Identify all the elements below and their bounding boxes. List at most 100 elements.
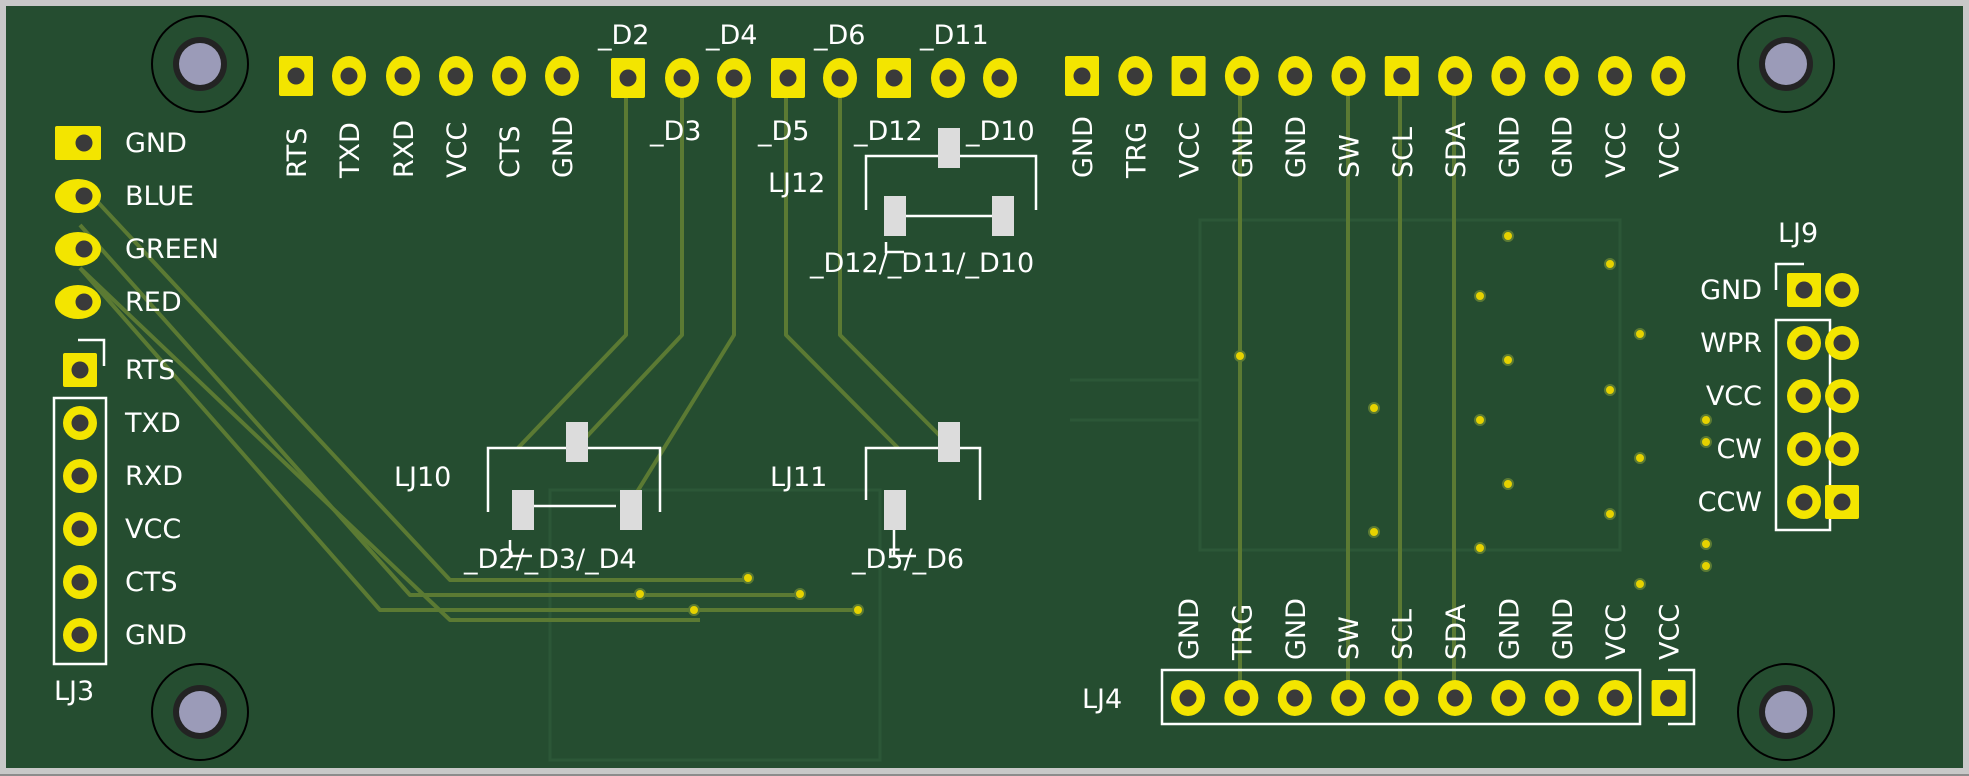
lj9-pin-a: [1787, 326, 1821, 360]
lj3-connector: RTS TXD RXD VCC CTS GND: [63, 353, 187, 652]
lj4-pin-label: GND: [1174, 598, 1205, 660]
top-pin-gnd: [1491, 56, 1526, 96]
top-pin-label: VCC: [1601, 122, 1632, 178]
lj9-pin-a: [1787, 273, 1821, 307]
lj3-outline: [52, 396, 108, 666]
jumper-upper-label: _D6: [813, 20, 865, 51]
top-pin-gnd: [1278, 56, 1313, 96]
lj4-pin-label: GND: [1281, 598, 1312, 660]
rgb-pin-label: GND: [125, 128, 187, 159]
top-pin-rts: [279, 56, 313, 96]
top-pin-vcc: [1171, 56, 1206, 96]
rgb-pin-gnd: [55, 126, 101, 160]
jumper-upper-label: _D2: [597, 20, 649, 51]
jumper-header-pin: [665, 58, 699, 98]
top-pin-label: GND: [1068, 116, 1099, 178]
jumper-header-pin: [983, 58, 1017, 98]
lj3-pin-label: CTS: [125, 567, 177, 598]
lj11-value: _D5/_D6: [851, 544, 964, 575]
lj4-pin-sda: [1438, 680, 1472, 716]
top-pin-label: VCC: [1175, 122, 1206, 178]
lj9-outline: [1774, 318, 1832, 532]
top-pin-label: GND: [548, 116, 579, 178]
lj4-pin-label: VCC: [1655, 604, 1686, 660]
rgb-pin-red: [55, 285, 101, 319]
top-pin-label: SDA: [1441, 122, 1472, 178]
top-pin-gnd: [1224, 56, 1259, 96]
lj3-pin-label: TXD: [124, 408, 181, 439]
lj9-pin-b: [1825, 326, 1859, 360]
top-pin-label: GND: [1281, 116, 1312, 178]
lj3-ref: LJ3: [54, 676, 94, 707]
mounting-hole-bottom-left: [151, 663, 249, 761]
top-pin-label: TXD: [335, 122, 366, 179]
lj4-pin-gnd: [1491, 680, 1526, 716]
lj4-pin-gnd: [1171, 680, 1205, 716]
top-pin-label: RXD: [389, 120, 420, 178]
jumper-header-pin: [717, 58, 751, 98]
rgb-pin-label: GREEN: [125, 234, 219, 265]
mounting-holes: [151, 15, 1835, 761]
lj9-pin-label: VCC: [1706, 381, 1762, 412]
lj9-pin-b: [1825, 485, 1859, 519]
top-pin-sw: [1331, 56, 1366, 96]
lj9-pin-b: [1825, 432, 1859, 466]
rgb-pin-green: [55, 232, 101, 266]
lj4-outline: [1160, 668, 1642, 726]
lj4-pin-label: SDA: [1441, 604, 1472, 660]
top-pin-label: TRG: [1121, 122, 1152, 179]
lj11-ref: LJ11: [770, 462, 827, 493]
top-pin-label: GND: [1494, 116, 1525, 178]
jumper-header-pin: [611, 58, 645, 98]
lj9-pin-a: [1787, 379, 1821, 413]
lj9-ref: LJ9: [1778, 218, 1818, 249]
mounting-hole-bottom-right: [1737, 663, 1835, 761]
top-pin-label: SW: [1335, 134, 1366, 178]
lj4-pin-vcc: [1651, 680, 1686, 716]
lj4-pin-scl: [1384, 680, 1419, 716]
lj3-pin-txd: [63, 406, 97, 440]
jumper-header-pin: [931, 58, 965, 98]
top-pin-label: CTS: [495, 126, 526, 178]
lj4-pin-gnd: [1277, 680, 1312, 716]
lj3-pin-label: GND: [125, 620, 187, 651]
lj4-pin-sw: [1331, 680, 1366, 716]
top-pin-cts: [492, 56, 526, 96]
top-pin-rxd: [386, 56, 420, 96]
rgb-pin-label: RED: [125, 287, 182, 318]
lj3-pin-label: RTS: [125, 355, 175, 386]
vias: [634, 230, 1712, 616]
lj3-pin-vcc: [63, 512, 97, 546]
lj9-pin-label: GND: [1700, 275, 1762, 306]
lj4-pin-gnd: [1544, 680, 1579, 716]
jumper-lower-label: _D10: [965, 116, 1035, 147]
top-pin-txd: [332, 56, 366, 96]
jumper-header-pin: [823, 58, 857, 98]
lj4-ref: LJ4: [1082, 684, 1122, 715]
solder-jumper-pads: [512, 128, 1014, 530]
jumper-lower-label: _D12: [853, 116, 923, 147]
lj9-pin-a: [1787, 432, 1821, 466]
lj9-pin-label: CW: [1716, 434, 1762, 465]
lj9-pin-label: CCW: [1698, 487, 1762, 518]
top-pin-label: SCL: [1388, 127, 1419, 178]
top-pin-label: VCC: [1654, 122, 1685, 178]
lj4-pin-label: GND: [1548, 598, 1579, 660]
top-pin-vcc: [439, 56, 473, 96]
jumper-lower-label: _D5: [757, 116, 809, 147]
lj3-pin-label: VCC: [125, 514, 181, 545]
lj4-pin-label: GND: [1494, 598, 1525, 660]
jumper-header-pin: [877, 58, 911, 98]
top-pin-label: GND: [1548, 116, 1579, 178]
lj4-pin-label: SCL: [1388, 609, 1419, 660]
top-header-jumper-pins: _D2_D4_D6_D11_D3_D5_D12_D10: [597, 20, 1035, 147]
top-pin-gnd: [545, 56, 579, 96]
lj9-pin-b: [1825, 379, 1859, 413]
lj3-pin-label: RXD: [125, 461, 183, 492]
top-pin-gnd: [1065, 56, 1099, 96]
